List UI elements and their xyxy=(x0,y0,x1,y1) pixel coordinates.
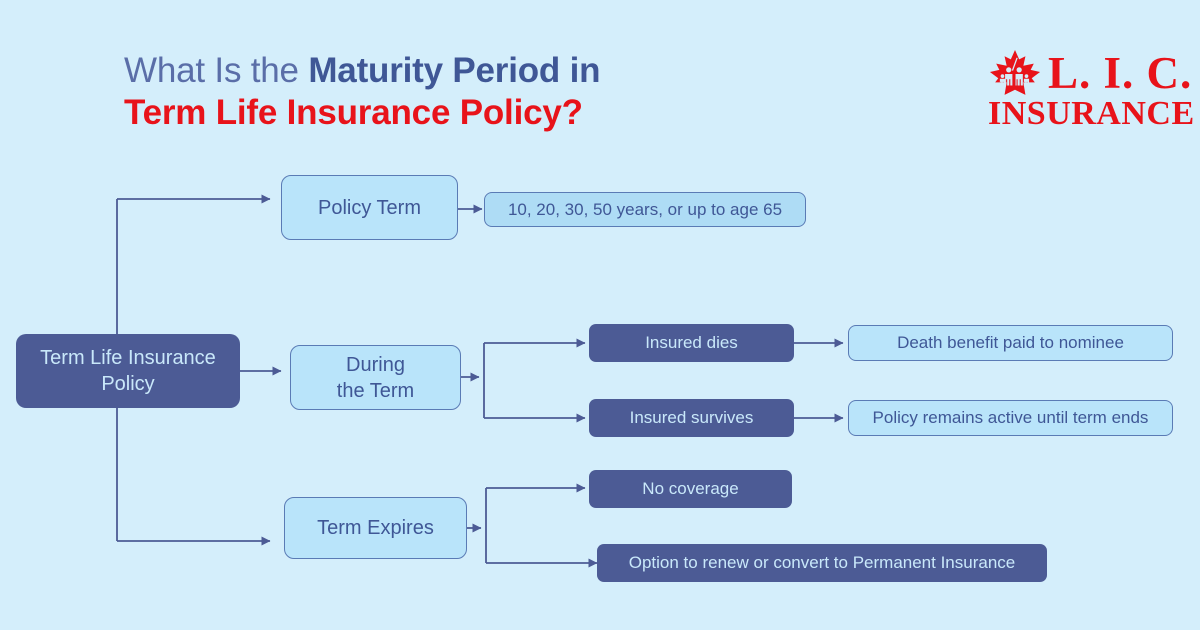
title-plain-text: What Is the xyxy=(124,51,309,90)
title-line-2: Term Life Insurance Policy? xyxy=(124,93,583,132)
page-title: What Is the Maturity Period in Term Life… xyxy=(124,50,824,134)
node-stage-policy-term[interactable]: Policy Term xyxy=(281,175,458,240)
node-event-insured-survives[interactable]: Insured survives xyxy=(589,399,794,437)
node-outcome-policy-remains-active[interactable]: Policy remains active until term ends xyxy=(848,400,1173,436)
title-line-1: What Is the Maturity Period in xyxy=(124,50,824,92)
node-root-term-life-insurance-policy[interactable]: Term Life Insurance Policy xyxy=(16,334,240,408)
node-event-insured-dies[interactable]: Insured dies xyxy=(589,324,794,362)
logo-top-row: L. I. C. xyxy=(988,48,1191,98)
brand-logo: L. I. C. INSURANCE xyxy=(988,48,1195,134)
node-stage-term-expires[interactable]: Term Expires xyxy=(284,497,467,559)
node-event-no-coverage[interactable]: No coverage xyxy=(589,470,792,508)
node-detail-policy-term-durations[interactable]: 10, 20, 30, 50 years, or up to age 65 xyxy=(484,192,806,227)
node-stage-during-the-term[interactable]: During the Term xyxy=(290,345,461,410)
during-term-line-2: the Term xyxy=(336,379,415,402)
title-strong-text: Maturity Period in xyxy=(308,51,601,90)
header: What Is the Maturity Period in Term Life… xyxy=(0,0,1200,160)
maple-leaf-family-icon xyxy=(989,50,1041,95)
during-term-line-1: During xyxy=(346,353,405,376)
node-event-renew-or-convert[interactable]: Option to renew or convert to Permanent … xyxy=(597,544,1047,582)
logo-brand-text: L. I. C. xyxy=(1048,47,1193,98)
node-outcome-death-benefit-paid[interactable]: Death benefit paid to nominee xyxy=(848,325,1173,361)
logo-subtitle-text: INSURANCE xyxy=(988,95,1195,132)
